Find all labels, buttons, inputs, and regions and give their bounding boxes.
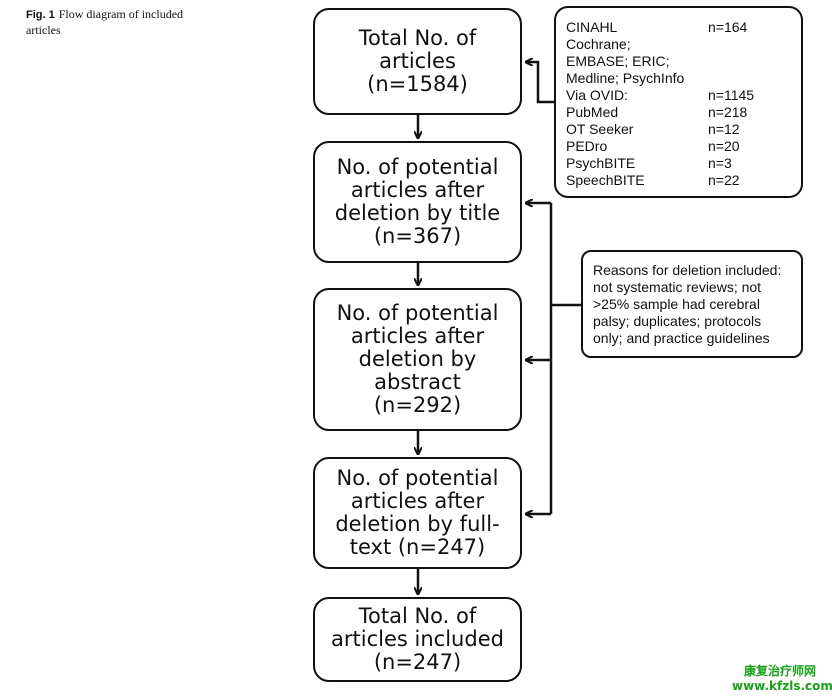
watermark: 康复治疗师网 www.kfzls.com bbox=[732, 664, 832, 694]
box-total-included: Total No. of articles included (n=247) bbox=[313, 597, 522, 682]
watermark-line-2: www.kfzls.com bbox=[732, 679, 832, 693]
figure-caption-text: Flow diagram of included articles bbox=[26, 7, 184, 37]
box-included-line-1: Total No. of bbox=[358, 604, 477, 628]
database-count: n=1145 bbox=[708, 87, 755, 103]
box-total-articles: Total No. of articles (n=1584) bbox=[313, 8, 522, 115]
box-fulltext-line-4: text (n=247) bbox=[349, 535, 486, 559]
database-row: PEDro n=20 bbox=[566, 138, 793, 155]
database-count: n=3 bbox=[708, 155, 732, 171]
database-count: n=218 bbox=[708, 104, 748, 120]
box-fulltext-line-2: articles after bbox=[350, 489, 485, 513]
database-row: Cochrane; bbox=[566, 36, 793, 53]
database-count: n=20 bbox=[708, 138, 740, 154]
reasons-line: Reasons for deletion included: bbox=[593, 262, 782, 278]
reasons-for-deletion-box: Reasons for deletion included: not syste… bbox=[581, 250, 803, 358]
database-row: PubMed n=218 bbox=[566, 104, 793, 121]
box-abstract-line-2: articles after bbox=[350, 324, 485, 348]
box-fulltext-line-1: No. of potential bbox=[336, 466, 499, 490]
database-name: Medline; PsychInfo bbox=[566, 70, 685, 86]
database-name: Cochrane; bbox=[566, 36, 631, 52]
box-fulltext-line-3: deletion by full- bbox=[335, 512, 500, 536]
box-included-line-2: articles included bbox=[331, 627, 504, 651]
reasons-line: >25% sample had cerebral bbox=[593, 296, 760, 312]
database-row: OT Seeker n=12 bbox=[566, 121, 793, 138]
databases-box: CINAHL n=164 Cochrane; EMBASE; ERIC; Medl… bbox=[554, 6, 803, 198]
database-count: n=12 bbox=[708, 121, 740, 137]
database-name: EMBASE; ERIC; bbox=[566, 53, 670, 69]
database-row: CINAHL n=164 bbox=[566, 19, 793, 36]
box-total-line-3: (n=1584) bbox=[367, 72, 468, 96]
database-row: Medline; PsychInfo bbox=[566, 70, 793, 87]
database-row: SpeechBITE n=22 bbox=[566, 172, 793, 189]
reasons-line: palsy; duplicates; protocols bbox=[593, 313, 762, 329]
database-count bbox=[708, 53, 793, 70]
database-row: PsychBITE n=3 bbox=[566, 155, 793, 172]
database-name: PEDro bbox=[566, 138, 608, 154]
box-after-title: No. of potential articles after deletion… bbox=[313, 141, 522, 263]
database-name: PsychBITE bbox=[566, 155, 636, 171]
box-abstract-line-3: deletion by bbox=[358, 347, 477, 371]
arrow-databases-to-total bbox=[526, 62, 554, 104]
database-count bbox=[708, 36, 793, 53]
database-name: OT Seeker bbox=[566, 121, 634, 137]
box-abstract-line-4: abstract bbox=[374, 370, 461, 394]
reasons-line: not systematic reviews; not bbox=[593, 279, 762, 295]
reasons-line: only; and practice guidelines bbox=[593, 330, 770, 346]
box-total-line-2: articles bbox=[379, 49, 456, 73]
database-name: PubMed bbox=[566, 104, 619, 120]
database-name: Via OVID: bbox=[566, 87, 628, 103]
database-count bbox=[708, 70, 793, 87]
box-included-line-3: (n=247) bbox=[373, 650, 462, 674]
database-name: SpeechBITE bbox=[566, 172, 645, 188]
box-abstract-line-1: No. of potential bbox=[336, 301, 499, 325]
box-abstract-line-5: (n=292) bbox=[373, 393, 462, 417]
box-after-fulltext: No. of potential articles after deletion… bbox=[313, 457, 522, 569]
box-title-line-2: articles after bbox=[350, 178, 485, 202]
database-count: n=164 bbox=[708, 19, 748, 35]
box-total-line-1: Total No. of bbox=[358, 26, 477, 50]
box-title-line-1: No. of potential bbox=[336, 155, 499, 179]
box-after-abstract: No. of potential articles after deletion… bbox=[313, 288, 522, 431]
database-row: Via OVID: n=1145 bbox=[566, 87, 793, 104]
box-title-line-3: deletion by title bbox=[334, 201, 501, 225]
figure-label: Fig. 1 bbox=[26, 9, 55, 21]
database-count: n=22 bbox=[708, 172, 740, 188]
box-title-line-4: (n=367) bbox=[373, 224, 462, 248]
database-row: EMBASE; ERIC; bbox=[566, 53, 793, 70]
database-name: CINAHL bbox=[566, 19, 618, 35]
watermark-line-1: 康复治疗师网 bbox=[743, 664, 816, 678]
